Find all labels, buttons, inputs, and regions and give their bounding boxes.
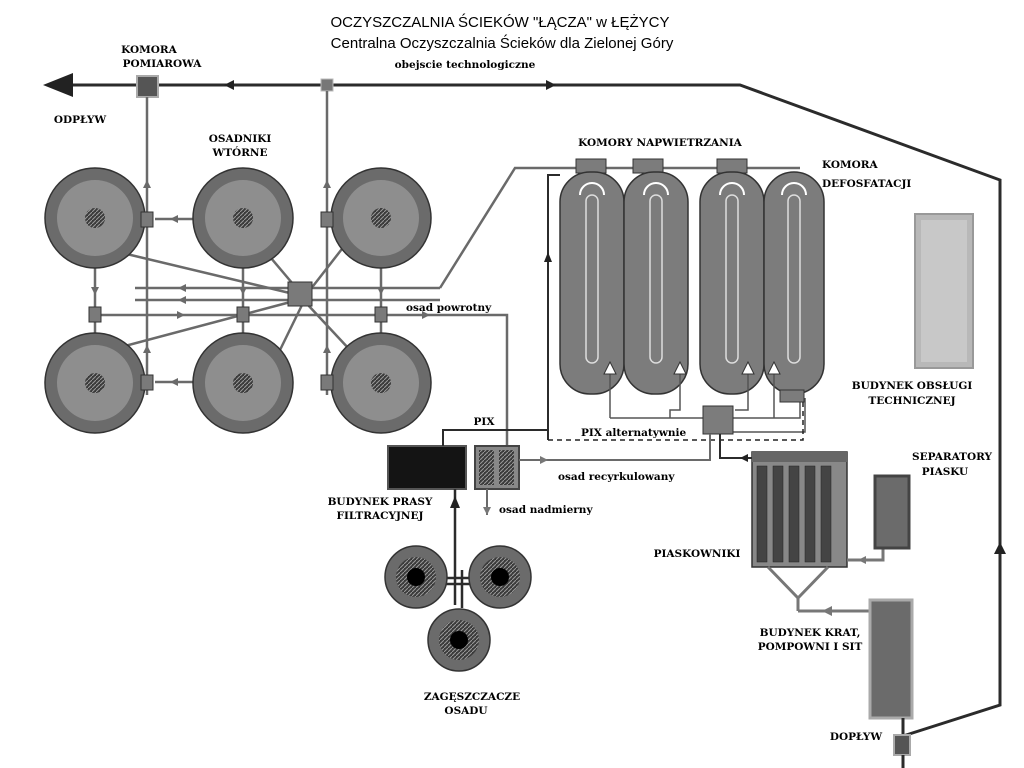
flow-arrow [224,80,234,90]
thickener-tank [468,545,532,609]
screens-building [868,598,914,768]
clarifier-tank [330,332,432,434]
label-defosfatacji-1: KOMORA [822,159,878,171]
label-osad-recyrkulowany: osad recyrkulowany [558,471,675,483]
aeration-chambers [544,158,825,441]
thickener-tank [427,608,491,672]
diagram-subtitle: Centralna Oczyszczalnia Ścieków dla Ziel… [331,34,674,52]
label-obejscie: obejscie technologiczne [395,59,536,71]
label-odplyw: ODPŁYW [54,114,106,126]
label-doplyw: DOPŁYW [830,731,882,743]
label-separatory-2: PIASKU [922,466,968,478]
label-budynek-krat-1: BUDYNEK KRAT, [760,627,861,639]
label-budynek-obslugi-1: BUDYNEK OBSŁUGI [852,380,973,392]
measuring-chamber [136,75,159,98]
dephosphatation-chamber [763,171,825,395]
clarifier-tank [330,167,432,269]
aeration-chamber [623,171,689,395]
label-separatory-1: SEPARATORY [912,451,993,463]
label-osadniki-2: WTÓRNE [211,145,267,159]
clarifier-tank [44,332,146,434]
label-zageszczacze-1: ZAGĘSZCZACZE [424,691,520,703]
bypass-node [320,78,334,92]
label-pix: PIX [474,416,496,428]
label-zageszczacze-2: OSADU [444,705,487,717]
label-defosfatacji-2: DEFOSFATACJI [822,178,911,190]
sand-separator [873,474,911,550]
aeration-chamber [559,171,625,395]
distribution-chamber-aeration [702,405,734,435]
secondary-clarifiers [44,91,548,445]
clarifier-tank [192,167,294,269]
label-osad-nadmierny: osad nadmierny [499,504,593,516]
flow-arrow [546,80,556,90]
label-komora-pomiarowa-1: KOMORA [121,44,177,56]
label-budynek-prasy-2: FILTRACYJNEJ [337,510,424,522]
label-budynek-prasy-1: BUDYNEK PRASY [328,496,433,508]
sludge-thickeners [384,489,532,672]
filter-press-building [387,429,711,515]
technical-building [914,213,974,369]
label-osadniki-1: OSADNIKI [209,133,272,145]
label-budynek-krat-2: POMPOWNI I SIT [758,641,863,653]
label-osad-powrotny: osad powrotny [406,302,492,314]
clarifier-tank [44,167,146,269]
label-piaskowniki: PIASKOWNIKI [654,548,741,560]
grit-chambers [719,434,885,616]
flow-arrow [994,542,1006,554]
bypass-line [43,73,1006,738]
labels: KOMORA POMIAROWA obejscie technologiczne… [54,44,993,743]
diagram-title: OCZYSZCZALNIA ŚCIEKÓW "ŁĄCZA" w ŁĘŻYCY [330,13,669,31]
clarifier-tank [192,332,294,434]
distribution-chamber [287,281,313,307]
aeration-chamber [699,171,765,395]
label-pix-alternatywnie: PIX alternatywnie [581,427,687,439]
thickener-tank [384,545,448,609]
label-komory-napowietrzania: KOMORY NAPWIETRZANIA [578,137,743,149]
label-budynek-obslugi-2: TECHNICZNEJ [868,395,955,407]
label-komora-pomiarowa-2: POMIAROWA [123,58,203,70]
